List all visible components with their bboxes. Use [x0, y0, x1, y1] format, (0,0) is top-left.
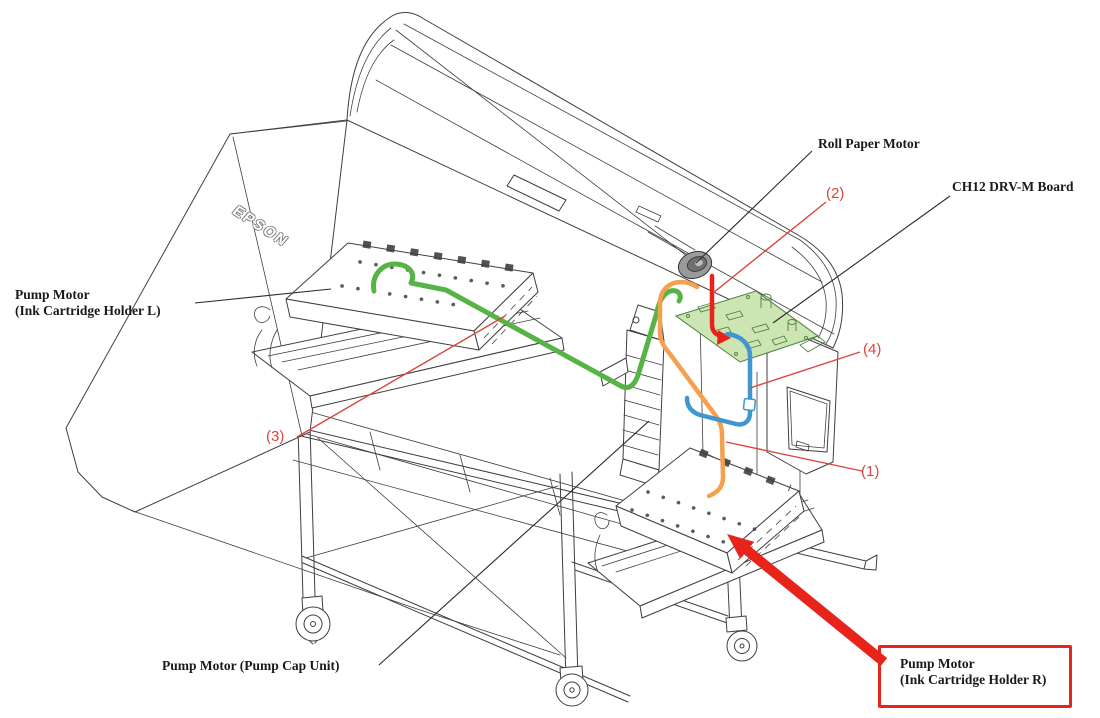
printer-body — [65, 11, 844, 656]
label-pump-motor-holder-r-box: Pump Motor (Ink Cartridge Holder R) — [878, 645, 1072, 708]
label-line: Pump Motor — [900, 656, 975, 671]
label-pump-motor-pump-cap-unit: Pump Motor (Pump Cap Unit) — [162, 658, 340, 673]
callout-4: (4) — [863, 341, 882, 358]
ink-cartridge-holder-l — [251, 240, 565, 409]
label-line: Pump Motor — [15, 287, 90, 302]
label-pump-motor-holder-l: Pump Motor (Ink Cartridge Holder L) — [15, 287, 161, 319]
leader-callout-4 — [749, 351, 861, 389]
label-roll-paper-motor: Roll Paper Motor — [818, 136, 920, 151]
cable-green-route-3 — [371, 261, 683, 390]
leader-callout-3 — [296, 315, 506, 438]
leader-lines — [194, 150, 951, 666]
label-line: (Ink Cartridge Holder R) — [900, 672, 1047, 687]
leader-pump-cap-unit — [378, 420, 650, 666]
cable-blue-connector — [742, 397, 757, 412]
leader-callout-2 — [712, 201, 827, 294]
roll-paper-motor — [647, 225, 713, 280]
cable-blue-route-4 — [684, 331, 753, 427]
leader-callout-1 — [725, 441, 863, 472]
pump-cap-unit — [599, 304, 665, 487]
callout-2: (2) — [826, 185, 845, 202]
cable-red-arrowhead — [717, 330, 731, 345]
label-ch12-drv-m-board: CH12 DRV-M Board — [952, 179, 1074, 194]
callout-3: (3) — [266, 428, 285, 445]
cables — [371, 261, 757, 499]
leader-ch12-board — [772, 195, 951, 324]
highlight-arrow — [727, 534, 888, 666]
cable-orange-route-1 — [657, 279, 726, 499]
leader-pump-motor-l — [194, 288, 332, 304]
label-line: (Ink Cartridge Holder L) — [15, 303, 161, 318]
leader-roll-paper-motor — [695, 150, 813, 264]
callout-1: (1) — [861, 463, 880, 480]
ink-cartridge-holder-r — [587, 447, 825, 619]
